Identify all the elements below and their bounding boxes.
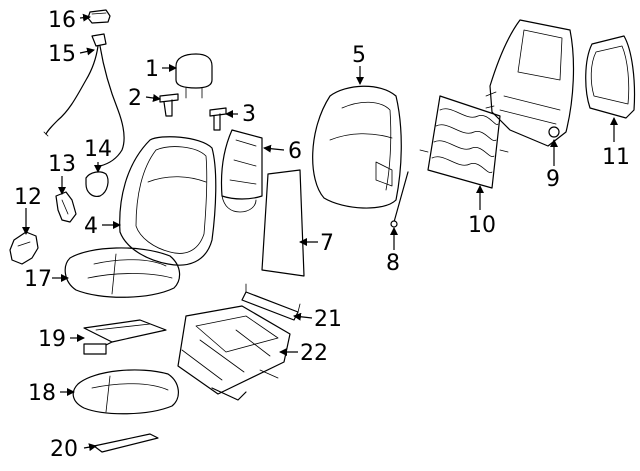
part-16-clip — [87, 9, 111, 24]
callout-leaders — [22, 13, 618, 452]
callout-8: 8 — [386, 251, 400, 276]
callout-labels: 16 15 1 2 3 14 13 12 4 17 6 7 5 8 9 10 1… — [14, 8, 630, 462]
callout-10: 10 — [468, 213, 496, 238]
callout-15: 15 — [48, 42, 76, 67]
part-4-seat-back-assembly — [119, 136, 217, 266]
part-19-heater-pad — [83, 319, 167, 355]
part-2-guide-sleeve — [159, 93, 179, 117]
part-10-suspension-mat — [419, 95, 509, 189]
part-22-seat-track — [177, 305, 291, 401]
callout-4: 4 — [84, 214, 98, 239]
callout-7: 7 — [320, 231, 334, 256]
callout-21: 21 — [314, 307, 342, 332]
callout-17: 17 — [24, 267, 52, 292]
callout-19: 19 — [38, 327, 66, 352]
callout-18: 18 — [28, 381, 56, 406]
part-17-seat-cushion — [64, 247, 181, 298]
callout-20: 20 — [50, 437, 78, 462]
callout-13: 13 — [48, 152, 76, 177]
part-6-back-panel — [220, 129, 263, 213]
callout-22: 22 — [300, 341, 328, 366]
part-14-trim-piece — [85, 171, 109, 197]
callout-5: 5 — [352, 43, 366, 68]
part-12-side-cover — [9, 231, 39, 265]
part-3-guide-sleeve — [209, 107, 227, 131]
part-5-seatback-cushion — [312, 85, 402, 209]
callout-12: 12 — [14, 185, 42, 210]
callout-11: 11 — [602, 145, 630, 170]
part-20-pad — [93, 433, 159, 453]
callout-14: 14 — [84, 137, 112, 162]
callout-16: 16 — [48, 8, 76, 33]
callout-3: 3 — [242, 102, 256, 127]
part-18-cushion-pad — [72, 369, 179, 415]
part-1-headrest — [175, 53, 213, 99]
part-21-bar — [241, 283, 301, 321]
part-11-back-cover — [585, 35, 636, 119]
part-7-back-board — [261, 169, 305, 277]
callout-6: 6 — [288, 139, 302, 164]
part-13-bracket — [55, 191, 77, 223]
callout-2: 2 — [128, 86, 142, 111]
part-15-wiring-harness — [43, 33, 125, 167]
callout-9: 9 — [546, 167, 560, 192]
callout-1: 1 — [145, 57, 159, 82]
